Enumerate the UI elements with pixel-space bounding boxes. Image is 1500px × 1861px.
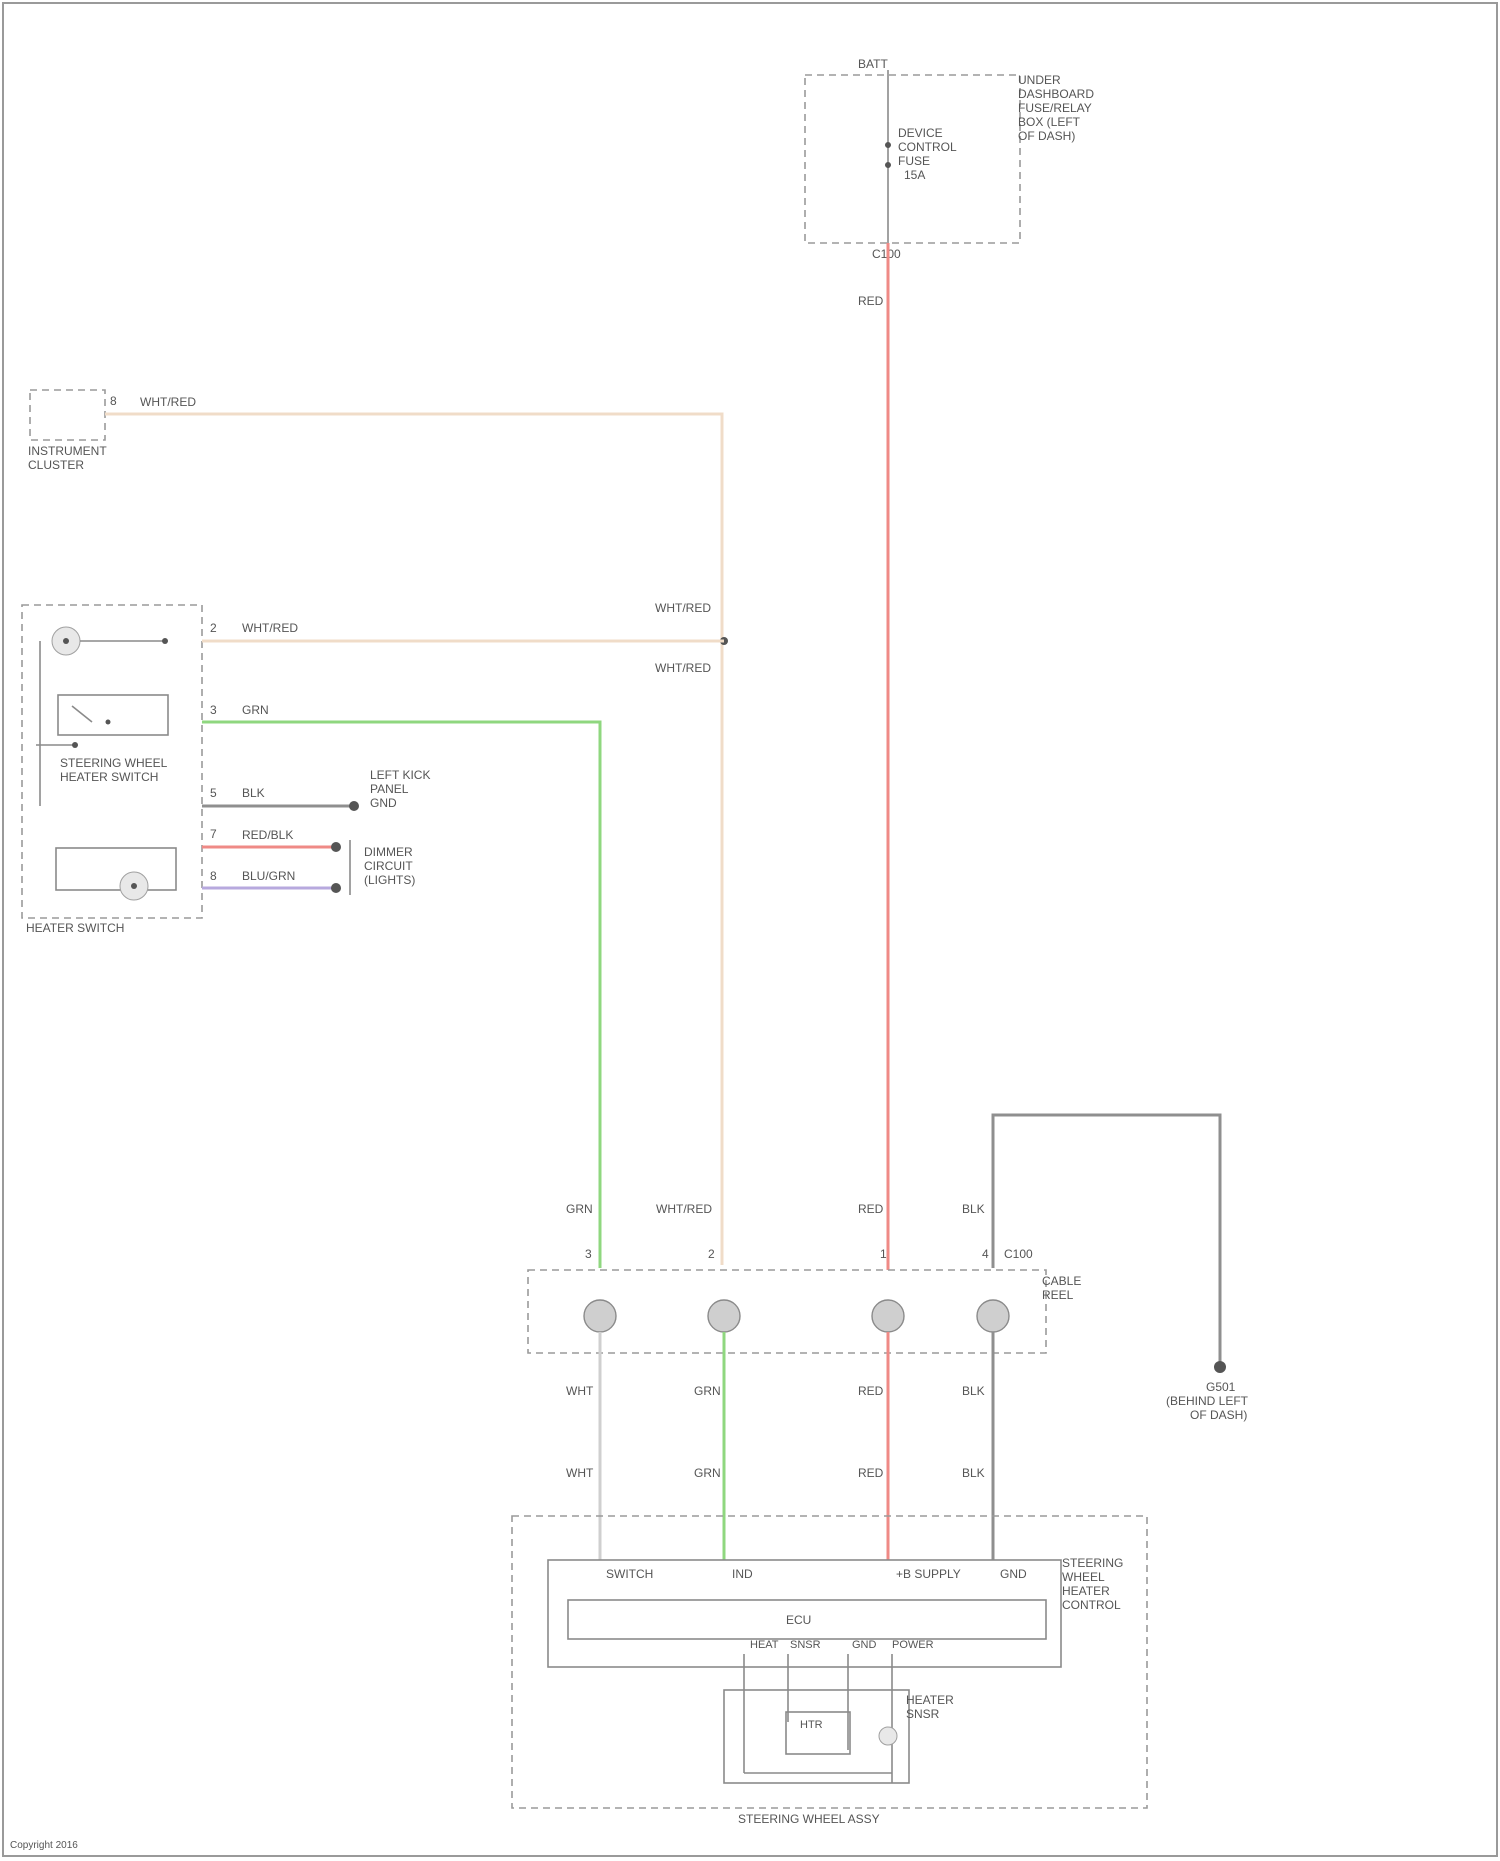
- heater-pin-3: GND: [852, 1639, 877, 1651]
- dimmer-note-line-2: CIRCUIT: [364, 859, 413, 873]
- dimmer-terminal-b: [331, 883, 341, 893]
- ground-terminal: [349, 801, 359, 811]
- cable-reel-line-2: REEL: [1042, 1288, 1074, 1302]
- heater-pin-2: SNSR: [790, 1639, 821, 1651]
- heater-sensor-line-2: SNSR: [906, 1707, 940, 1721]
- pin-gray-label: 4: [982, 1247, 989, 1261]
- ground-right-line-3: OF DASH): [1190, 1408, 1247, 1422]
- heater-pin-1: HEAT: [750, 1639, 779, 1651]
- fuse-relay-box: BATT DEVICE CONTROL FUSE 15A UNDER DASHB…: [805, 57, 1094, 261]
- inner-switch-line-1: STEERING WHEEL: [60, 756, 168, 770]
- relay-box-line-3: FUSE/RELAY: [1018, 101, 1092, 115]
- cable-reel-note: C100: [1004, 1247, 1033, 1261]
- lower-wire-4b: BLK: [962, 1466, 985, 1480]
- heater-element-label: HTR: [800, 1719, 823, 1731]
- lower-wire-1b: WHT: [566, 1466, 594, 1480]
- fuse-name-line-1: DEVICE: [898, 126, 943, 140]
- lower-wire-3a: RED: [858, 1384, 884, 1398]
- switch-wire-b-label: GRN: [242, 703, 269, 717]
- ground-right-line-1: G501: [1206, 1380, 1236, 1394]
- heater-sensor-line-1: HEATER: [906, 1693, 954, 1707]
- ground-note-line-3: GND: [370, 796, 397, 810]
- module-pin-3: +B SUPPLY: [896, 1567, 961, 1581]
- splice-lower-label: WHT/RED: [655, 661, 711, 675]
- cluster-label-line-2: CLUSTER: [28, 458, 84, 472]
- ground-right-terminal: [1214, 1361, 1226, 1373]
- switch-pin-b: 3: [210, 703, 217, 717]
- lower-wire-1a: WHT: [566, 1384, 594, 1398]
- reel-pin-1: [584, 1300, 616, 1332]
- upper-gray-label: BLK: [962, 1202, 985, 1216]
- splice-upper-label: WHT/RED: [655, 601, 711, 615]
- lower-wire-2b: GRN: [694, 1466, 721, 1480]
- module-name-line-2: WHEEL: [1062, 1570, 1105, 1584]
- module-name-line-3: HEATER: [1062, 1584, 1110, 1598]
- heater-switch-assembly: HEATER SWITCH STEERING WHEEL HEATER SWIT…: [22, 605, 217, 935]
- reel-pin-3: [872, 1300, 904, 1332]
- ecu-label: ECU: [786, 1613, 811, 1627]
- pin-tan-label: 2: [708, 1247, 715, 1261]
- heater-sensor: [879, 1727, 897, 1745]
- ground-note-line-1: LEFT KICK: [370, 768, 430, 782]
- dimmer-terminal-a: [331, 842, 341, 852]
- fuse-top-label: BATT: [858, 57, 888, 71]
- inner-switch-line-2: HEATER SWITCH: [60, 770, 158, 784]
- cluster-pin: 8: [110, 394, 117, 408]
- tan-wire-cluster: [105, 414, 722, 1265]
- upper-green-label: GRN: [566, 1202, 593, 1216]
- switch-assy-label: HEATER SWITCH: [26, 921, 124, 935]
- instrument-cluster: INSTRUMENT CLUSTER 8 WHT/RED: [28, 390, 196, 472]
- fuse-name-line-3: FUSE: [898, 154, 930, 168]
- red-wire-top-label: RED: [858, 294, 884, 308]
- module-pin-4: GND: [1000, 1567, 1027, 1581]
- heater-pin-4: POWER: [892, 1639, 934, 1651]
- pin-red-label: 1: [880, 1247, 887, 1261]
- switch-pin-c: 5: [210, 786, 217, 800]
- reel-pin-2: [708, 1300, 740, 1332]
- cable-reel-line-1: CABLE: [1042, 1274, 1081, 1288]
- module-name-line-1: STEERING: [1062, 1556, 1123, 1570]
- relay-box-line-2: DASHBOARD: [1018, 87, 1094, 101]
- fuse-name-line-4: 15A: [904, 168, 925, 182]
- steering-wheel-assembly: STEERING WHEEL ASSY SWITCH IND +B SUPPLY…: [512, 1516, 1147, 1826]
- footer-copyright: Copyright 2016: [10, 1840, 78, 1851]
- relay-box-line-1: UNDER: [1018, 73, 1061, 87]
- gray-wire-ground: [993, 1115, 1220, 1365]
- ground-right-line-2: (BEHIND LEFT: [1166, 1394, 1249, 1408]
- switch-pin-d: 7: [210, 827, 217, 841]
- lower-wire-4a: BLK: [962, 1384, 985, 1398]
- dimmer-note-line-3: (LIGHTS): [364, 873, 415, 887]
- switch-wire-c-label: BLK: [242, 786, 265, 800]
- switch-wire-d-label: RED/BLK: [242, 828, 293, 842]
- steering-assy-label: STEERING WHEEL ASSY: [738, 1812, 880, 1826]
- switch-wire-e-label: BLU/GRN: [242, 869, 295, 883]
- upper-tan-label: WHT/RED: [656, 1202, 712, 1216]
- relay-box-line-5: OF DASH): [1018, 129, 1075, 143]
- module-pin-2: IND: [732, 1567, 753, 1581]
- green-wire: [202, 722, 600, 1268]
- module-name-line-4: CONTROL: [1062, 1598, 1121, 1612]
- cluster-label-line-1: INSTRUMENT: [28, 444, 107, 458]
- lower-wire-3b: RED: [858, 1466, 884, 1480]
- switch-pin-e: 8: [210, 869, 217, 883]
- pin-green-label: 3: [585, 1247, 592, 1261]
- fuse-name-line-2: CONTROL: [898, 140, 957, 154]
- dimmer-note-line-1: DIMMER: [364, 845, 413, 859]
- cable-reel-connector: 3 2 1 4 C100 CABLE REEL: [528, 1247, 1081, 1353]
- switch-pin-a: 2: [210, 621, 217, 635]
- ground-note-line-2: PANEL: [370, 782, 409, 796]
- relay-box-line-4: BOX (LEFT: [1018, 115, 1081, 129]
- lower-wire-2a: GRN: [694, 1384, 721, 1398]
- module-pin-1: SWITCH: [606, 1567, 653, 1581]
- upper-red-label: RED: [858, 1202, 884, 1216]
- cluster-wire-label: WHT/RED: [140, 395, 196, 409]
- switch-wire-a-label: WHT/RED: [242, 621, 298, 635]
- reel-pin-4: [977, 1300, 1009, 1332]
